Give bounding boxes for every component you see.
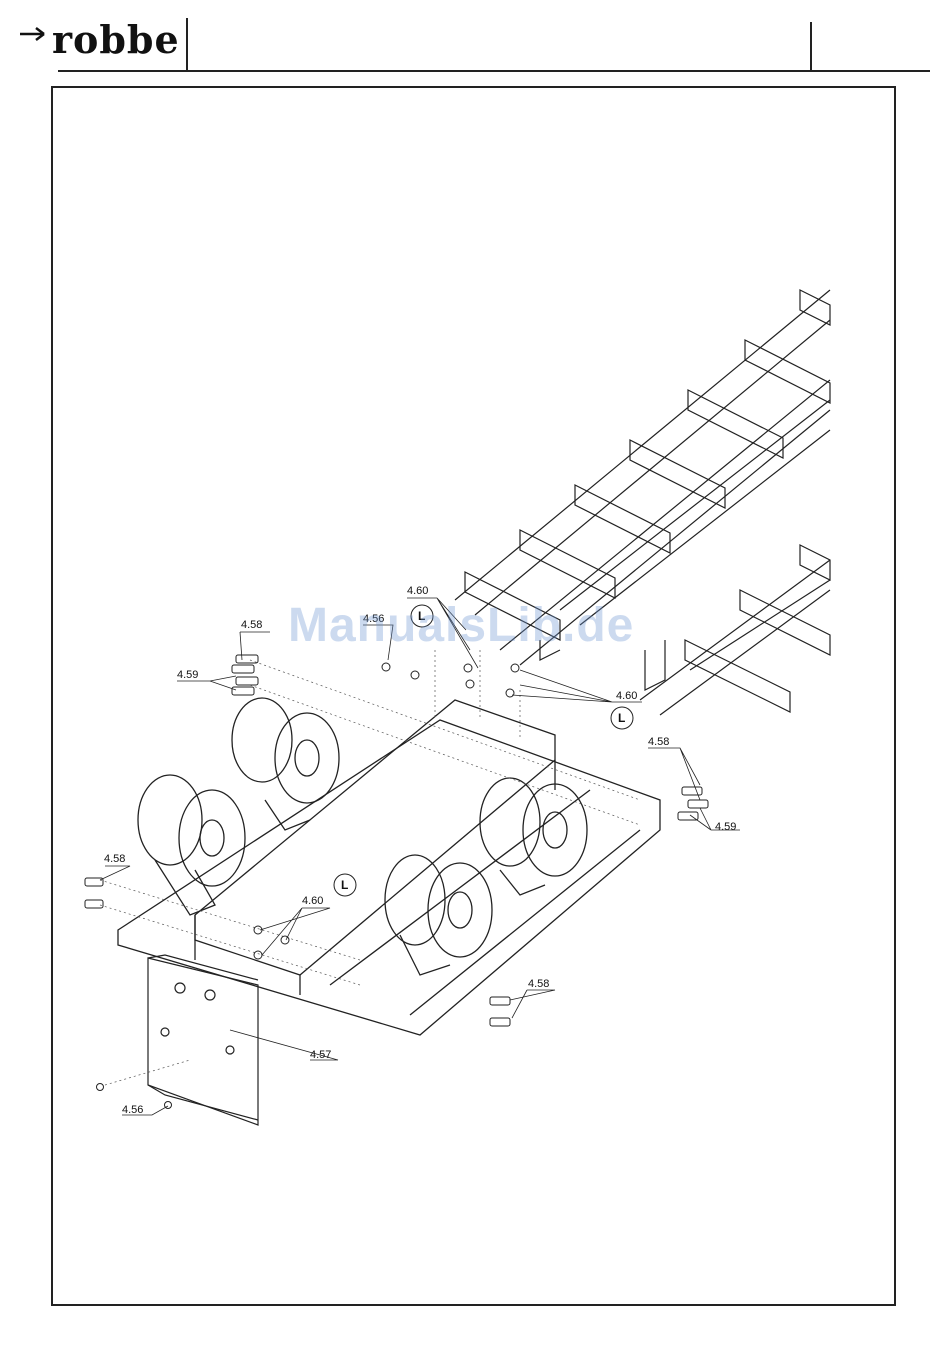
callout-4-57: 4.57 (310, 1049, 331, 1061)
watermark: ManualsLib.de (288, 598, 634, 653)
callout-4-60-right: 4.60 (616, 690, 637, 702)
callout-4-60-center: 4.60 (302, 895, 323, 907)
loctite-label-center: L (341, 878, 348, 892)
callout-4-59-left: 4.59 (177, 669, 198, 681)
callout-labels: 4.58 4.59 4.56 4.60 4.60 4.58 4.59 4.58 … (104, 585, 736, 1116)
wheels (138, 698, 587, 975)
callout-4-58-right: 4.58 (648, 736, 669, 748)
callout-4-60-top: 4.60 (407, 585, 428, 597)
chassis-frame (118, 700, 660, 1035)
callout-4-58-left: 4.58 (104, 853, 125, 865)
callout-4-58-top: 4.58 (241, 619, 262, 631)
callout-4-58-bottom: 4.58 (528, 978, 549, 990)
callout-4-56-bottom: 4.56 (122, 1104, 143, 1116)
callout-4-59-right: 4.59 (715, 821, 736, 833)
end-plate (148, 955, 258, 1125)
loctite-label-right: L (618, 711, 625, 725)
